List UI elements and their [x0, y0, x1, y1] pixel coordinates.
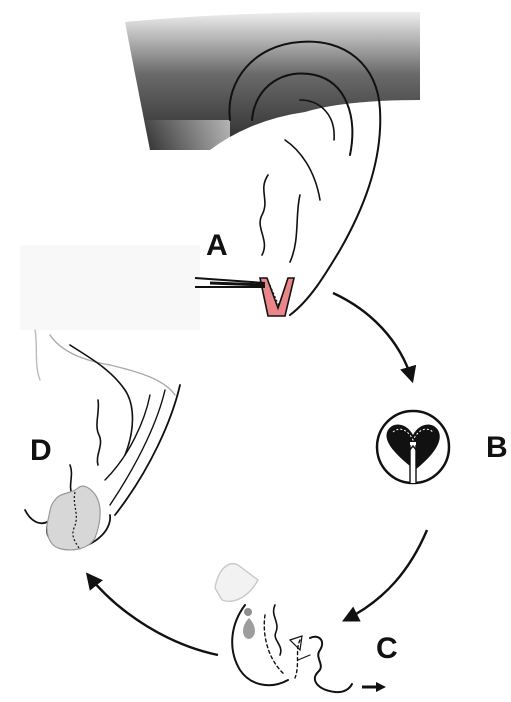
step-label-d: D	[30, 436, 52, 466]
earlobe-incision	[260, 278, 294, 316]
step-label-a: A	[206, 231, 228, 261]
step-label-b: B	[486, 433, 508, 463]
spray-bottle-icon	[215, 564, 258, 639]
pull-arrow-icon	[362, 682, 386, 692]
cycle-arrow-icon	[88, 293, 427, 655]
magnified-view-icon	[377, 411, 449, 483]
step-label-c: C	[376, 634, 398, 664]
earlobe-suture-view	[232, 605, 352, 692]
forceps-icon	[195, 278, 265, 287]
healed-tissue-patch	[47, 486, 100, 550]
